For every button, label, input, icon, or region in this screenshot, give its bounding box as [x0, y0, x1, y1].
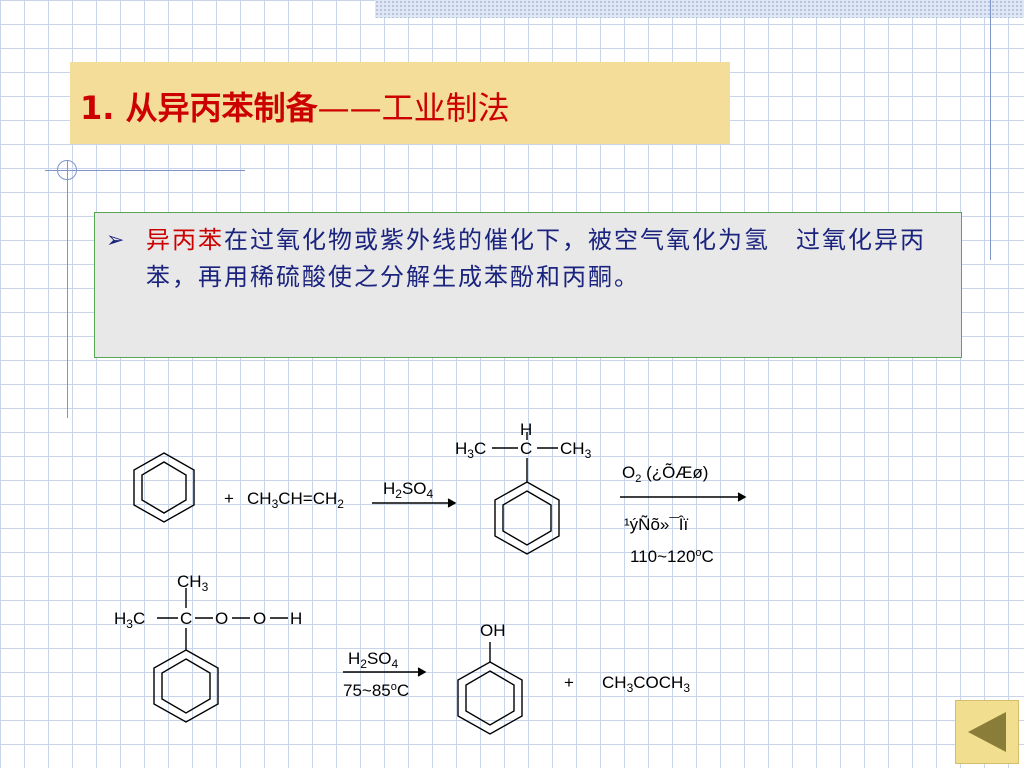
- slide-title-sub: ——工业制法: [317, 89, 510, 127]
- horizontal-decor-line: [45, 170, 245, 171]
- hydroperoxide-c: C: [180, 609, 192, 628]
- description-text: 在过氧化物或紫外线的催化下，被空气氧化为氢 过氧化异丙苯，再用稀硫酸使之分解生成…: [146, 226, 926, 291]
- hydroperoxide-ch3: CH3: [177, 572, 209, 594]
- description-paragraph: 异丙苯在过氧化物或紫外线的催化下，被空气氧化为氢 过氧化异丙苯，再用稀硫酸使之分…: [146, 222, 952, 296]
- oxidant-label: O2 (¿ÕÆø): [622, 463, 708, 485]
- slide-title: 1. 从异丙苯制备——工业制法: [80, 88, 510, 128]
- right-decor-line: [990, 0, 991, 260]
- phenol-oh: OH: [480, 621, 506, 640]
- plus-sign-2: +: [564, 673, 574, 692]
- reaction-scheme: + CH3CH=CH2 H2SO4 H C H3C CH3 O2 (¿ÕÆø) …: [114, 420, 747, 735]
- cumene-c: C: [520, 439, 532, 458]
- hydroperoxide-h3c: H3C: [114, 609, 145, 631]
- back-arrow-icon: [968, 712, 1006, 752]
- hydroperoxide-h: H: [290, 609, 302, 628]
- arrow-bullet-icon: ➢: [106, 228, 125, 253]
- catalyst-h2so4-2: H2SO4: [348, 649, 399, 671]
- benzene-ring-cumene: [494, 481, 560, 555]
- cumene-h3c: H3C: [455, 439, 486, 461]
- cumene-h: H: [520, 420, 532, 439]
- catalyst-h2so4-1: H2SO4: [383, 479, 434, 501]
- hydroperoxide-o1: O: [215, 609, 228, 628]
- highlight-term: 异丙苯: [146, 226, 224, 254]
- circle-decor-icon: [57, 160, 77, 180]
- title-band: [70, 62, 730, 144]
- benzene-ring-phenol: [457, 661, 523, 735]
- slide-title-main: 1. 从异丙苯制备: [80, 89, 318, 127]
- benzene-ring-hydroperoxide: [153, 649, 219, 723]
- hydroperoxide-o2: O: [253, 609, 266, 628]
- temperature-2: 75~85oC: [343, 681, 409, 700]
- temperature-1: 110~120oC: [630, 547, 714, 566]
- benzene-ring-reactant: [133, 452, 195, 523]
- top-pattern-band: [375, 0, 1024, 18]
- content-box: [94, 212, 962, 358]
- initiator-label: ¹ýÑõ»¯Îï: [624, 515, 688, 534]
- plus-sign-1: +: [224, 489, 234, 508]
- back-nav-button[interactable]: [955, 700, 1019, 764]
- left-decor-line: [67, 160, 68, 418]
- acetone-label: CH3COCH3: [602, 673, 690, 695]
- propene-label: CH3CH=CH2: [247, 489, 344, 511]
- cumene-ch3: CH3: [560, 439, 592, 461]
